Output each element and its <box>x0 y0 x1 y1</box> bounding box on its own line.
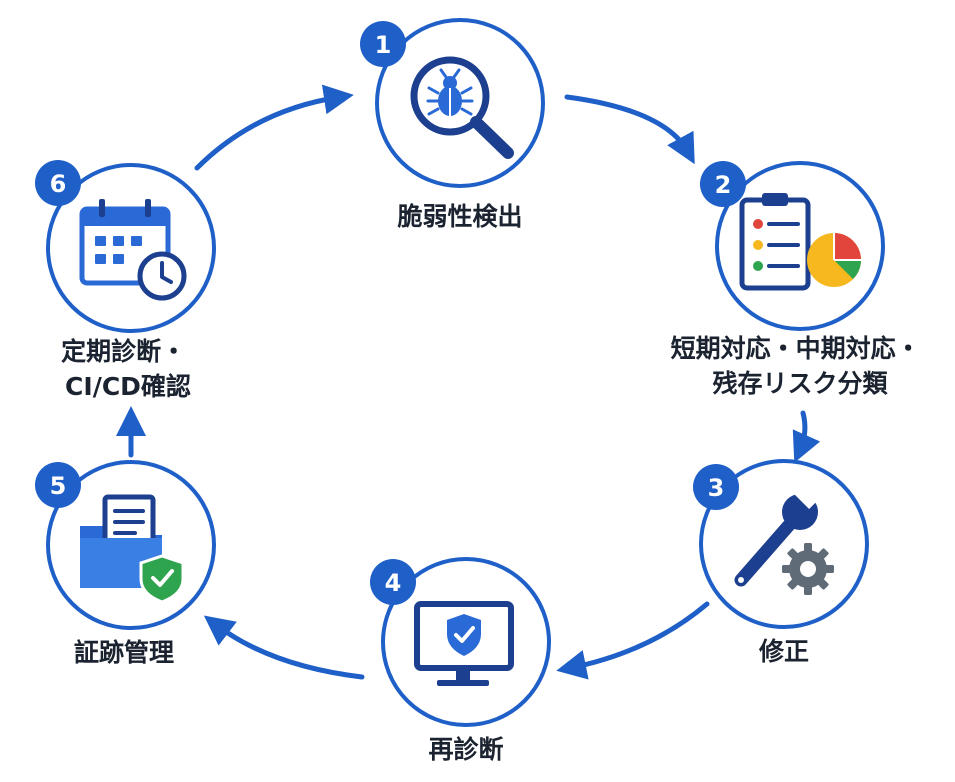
step-3-badge: 3 <box>693 464 739 510</box>
step-5-badge: 5 <box>35 462 81 508</box>
step-3-number: 3 <box>708 474 725 502</box>
arrow-3-to-4 <box>556 601 710 680</box>
step-4-badge: 4 <box>370 559 416 605</box>
cycle-arrows <box>116 84 821 680</box>
bug-magnifier-icon <box>410 56 514 159</box>
step-6-badge: 6 <box>35 160 81 206</box>
clipboard-pie-chart-icon <box>739 193 861 291</box>
step-1-number: 1 <box>375 31 392 59</box>
step-1-badge: 1 <box>360 21 406 67</box>
step-4: 4 再診断 <box>370 557 551 764</box>
arrow-4-to-5 <box>203 615 365 680</box>
arrow-6-to-1 <box>194 84 354 171</box>
step-5-label: 証跡管理 <box>74 638 174 667</box>
step-2: 2 短期対応・中期対応・ 残存リスク分類 <box>671 161 930 398</box>
monitor-shield-icon <box>414 601 514 686</box>
step-1: 1 脆弱性検出 <box>360 18 545 231</box>
step-5-number: 5 <box>50 472 67 500</box>
step-4-number: 4 <box>385 569 402 597</box>
step-4-label: 再診断 <box>428 735 503 764</box>
step-5: 5 証跡管理 <box>35 460 216 667</box>
step-3: 3 修正 <box>693 459 869 666</box>
arrow-1-to-2 <box>564 94 695 165</box>
step-3-label: 修正 <box>758 637 809 666</box>
step-6: 6 定期診断・ CI/CD確認 <box>35 160 216 401</box>
step-6-number: 6 <box>50 170 67 198</box>
calendar-clock-icon <box>79 199 187 301</box>
step-6-label: 定期診断・ CI/CD確認 <box>61 337 195 401</box>
wrench-gear-icon <box>734 484 834 595</box>
step-2-number: 2 <box>715 171 732 199</box>
arrow-2-to-3 <box>792 410 821 463</box>
step-2-label: 短期対応・中期対応・ 残存リスク分類 <box>671 334 930 398</box>
step-1-label: 脆弱性検出 <box>396 202 522 231</box>
step-2-badge: 2 <box>700 161 746 207</box>
folder-document-shield-icon <box>80 494 185 604</box>
